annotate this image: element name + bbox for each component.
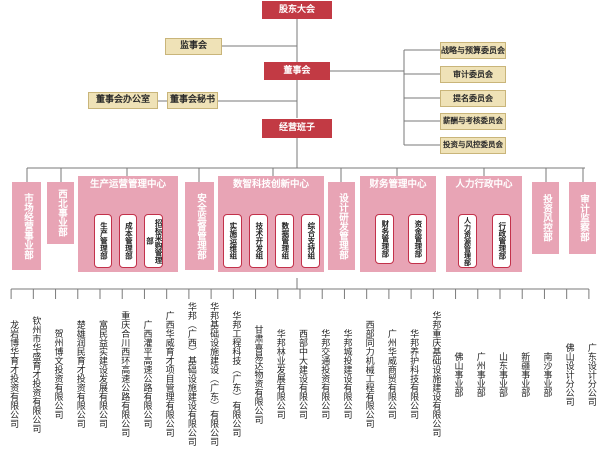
subsidiary-1: 龙岩博华育才投资有限公司	[8, 320, 19, 428]
subsidiary-22: 广州事业部	[474, 351, 485, 397]
dept-hr-title: 人力行政中心	[455, 179, 513, 190]
subsidiary-25: 南沙事业部	[541, 351, 552, 397]
subsidiary-14: 西部中大建设有限公司	[297, 329, 307, 419]
subsidiary-17: 西部同力机械工程有限公司	[363, 320, 374, 428]
management-team: 经营班子	[262, 119, 332, 138]
committee-audit: 审计委员会	[440, 66, 506, 83]
subsidiary-10: 华邦基础设施建设（广东）有限公司	[208, 302, 219, 446]
dept-audit: 审计监察部	[569, 182, 596, 254]
supervisors-board: 监事会	[165, 38, 222, 55]
sub-cost-mgmt: 成本管理部	[119, 214, 137, 268]
subsidiary-23: 山东事业部	[497, 351, 507, 397]
dept-safety: 安全监督管理部	[185, 182, 214, 270]
subsidiary-11: 华邦工程科技（广东）有限公司	[230, 311, 241, 437]
subsidiary-24: 新疆事业部	[519, 351, 530, 397]
sub-production-mgmt: 生产管理部	[94, 214, 112, 268]
committee-investment-risk: 投资与风控委员会	[440, 137, 506, 154]
board-of-directors: 董事会	[264, 62, 330, 80]
subsidiary-5: 富民益实建设发展有限公司	[97, 320, 107, 428]
subsidiary-2: 钦州市华盛育才投资有限公司	[30, 315, 41, 433]
subsidiary-18: 广州华威商贸有限公司	[385, 329, 396, 419]
sub-finance-mgmt: 财务管理部	[375, 214, 394, 264]
committee-nomination: 提名委员会	[440, 90, 506, 107]
board-office: 董事会办公室	[88, 92, 158, 109]
subsidiary-15: 华邦交通投资有限公司	[319, 329, 330, 419]
shareholders-meeting: 股东大会	[262, 1, 332, 19]
dept-investment-risk: 投资风控部	[532, 182, 559, 254]
subsidiary-13: 华邦林业发展有限公司	[274, 329, 285, 419]
committee-strategy: 战略与预算委员会	[440, 42, 506, 59]
sub-data-mgmt: 数据管理组	[275, 214, 294, 268]
subsidiary-3: 贺州博文投资有限公司	[52, 329, 63, 419]
subsidiary-21: 佛山事业部	[452, 351, 463, 397]
committee-compensation: 薪酬与考核委员会	[440, 113, 506, 130]
dept-design: 设计研发管理部	[328, 182, 355, 270]
subsidiary-4: 楚雄润民育才投资有限公司	[74, 320, 85, 428]
subsidiary-8: 广西华威育才项目管理有限公司	[163, 311, 174, 437]
subsidiary-19: 华邦养护科技有限公司	[408, 329, 419, 419]
dept-digital-title: 数智科技创新中心	[232, 179, 309, 190]
subsidiary-26: 佛山设计分公司	[563, 342, 574, 406]
sub-procurement: 招标采购管理部	[144, 214, 163, 268]
sub-implementation: 实施运维组	[223, 214, 242, 268]
subsidiary-16: 华邦城投建设有限公司	[341, 329, 352, 419]
subsidiary-7: 广西灌平高速公路有限公司	[141, 320, 152, 428]
sub-hr-mgmt: 人力资源管理部	[458, 214, 477, 268]
subsidiary-20: 华邦重庆基础设施建设有限公司	[430, 311, 441, 437]
sub-fund-mgmt: 资金管理部	[408, 214, 427, 264]
dept-northwest: 西北事业部	[47, 182, 74, 244]
sub-support: 综合支持组	[301, 214, 320, 268]
sub-tech-dev: 技术开发组	[249, 214, 268, 268]
dept-finance-title: 财务管理中心	[369, 179, 427, 190]
dept-production-title: 生产运营管理中心	[89, 179, 166, 190]
board-secretary: 董事会秘书	[167, 92, 218, 109]
subsidiary-27: 广东设计分公司	[585, 342, 596, 406]
dept-market: 市场经营事业部	[12, 182, 41, 270]
subsidiary-6: 重庆合川西环高速公路有限公司	[119, 311, 130, 437]
sub-admin-mgmt: 行政管理部	[492, 214, 511, 268]
subsidiary-12: 甘肃喜易达物资有限公司	[252, 324, 263, 424]
subsidiary-9: 华邦（广西）基础设施建设有限公司	[185, 302, 196, 446]
